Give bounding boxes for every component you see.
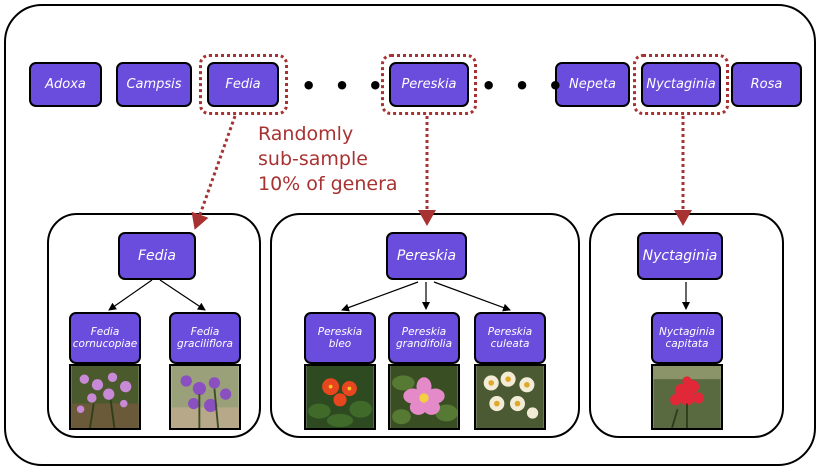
flower-photo-pereskia-bleo — [304, 364, 376, 430]
ellipsis-dots: ••• — [301, 72, 402, 100]
edge-arrow — [341, 281, 419, 312]
flower-photo-nyctaginia-capitata — [651, 364, 723, 430]
panel-genus-pereskia: Pereskia — [386, 232, 467, 280]
genus-node-fedia: Fedia — [207, 62, 279, 107]
panel-genus-nyctaginia: Nyctaginia — [637, 232, 723, 280]
edge-arrow — [433, 281, 511, 312]
annotation-text: Randomly sub-sample 10% of genera — [258, 123, 398, 195]
outer-frame — [4, 4, 816, 466]
flower-photo-pereskia-culeata — [474, 364, 546, 430]
genus-node-nyctaginia: Nyctaginia — [641, 62, 721, 107]
genus-node-rosa: Rosa — [731, 62, 802, 107]
selection-arrow-fedia — [191, 115, 237, 230]
genus-node-adoxa: Adoxa — [29, 62, 102, 107]
panel-genus-fedia: Fedia — [118, 232, 196, 280]
edge-arrow — [108, 279, 153, 311]
selection-outline-nyctaginia — [633, 54, 729, 115]
flower-photo-fedia-graciliflora — [169, 364, 241, 430]
selection-outline-pereskia — [381, 54, 477, 115]
ellipsis-dots: ••• — [481, 72, 582, 100]
flower-photo-fedia-cornucopiae — [69, 364, 141, 430]
selection-outline-fedia — [199, 54, 288, 115]
flower-photo-pereskia-grandifolia — [388, 364, 460, 430]
genus-node-nepeta: Nepeta — [555, 62, 630, 107]
genus-node-campsis: Campsis — [116, 62, 192, 107]
edge-arrow — [159, 279, 206, 311]
genus-node-pereskia: Pereskia — [389, 62, 469, 107]
